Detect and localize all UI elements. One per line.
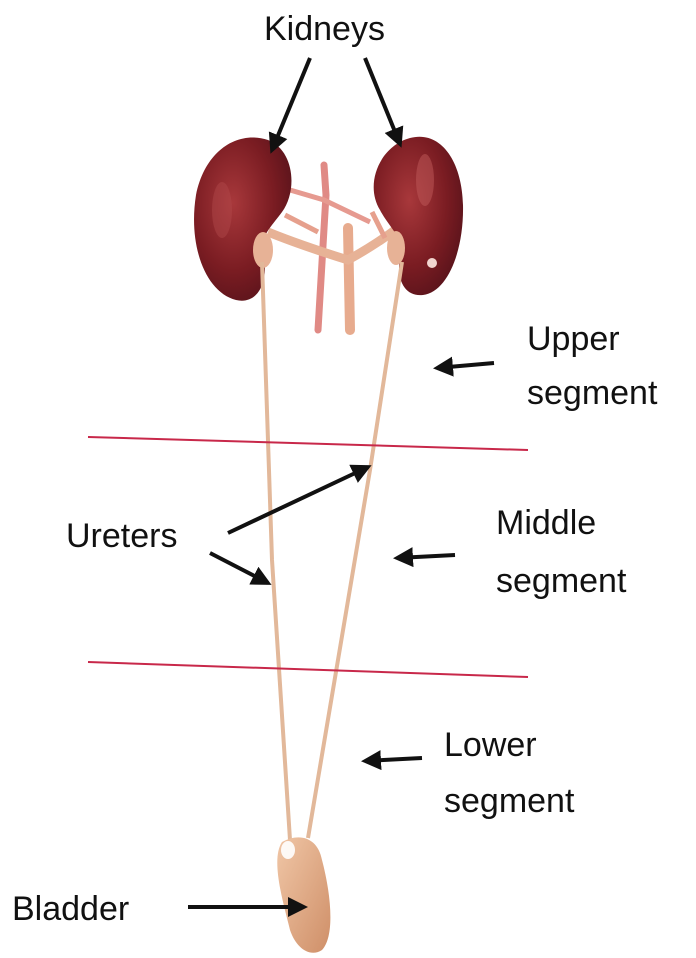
middle-segment-arrow <box>397 555 455 558</box>
kidneys-label: Kidneys <box>264 6 385 52</box>
ureters <box>262 262 402 840</box>
kidneys-arrow-left <box>272 58 310 150</box>
middle-segment-label-line1: Middle <box>496 500 596 546</box>
lower-segment-arrow <box>365 758 422 761</box>
lower-divider-line <box>88 662 528 677</box>
bladder-shape <box>277 837 330 952</box>
kidneys-arrow-right <box>365 58 400 144</box>
upper-segment-arrow <box>437 363 494 368</box>
right-kidney <box>374 137 463 295</box>
lower-segment-label-line1: Lower <box>444 722 537 768</box>
bladder-label: Bladder <box>12 886 129 932</box>
upper-segment-label-line2: segment <box>527 370 657 416</box>
ureters-label: Ureters <box>66 513 177 559</box>
lower-segment-label-line2: segment <box>444 778 574 824</box>
left-kidney <box>194 137 291 300</box>
ureters-arrow-lower <box>210 553 268 583</box>
middle-segment-label-line2: segment <box>496 558 626 604</box>
upper-divider-line <box>88 437 528 450</box>
ureters-arrow-upper <box>228 467 368 533</box>
upper-segment-label-line1: Upper <box>527 316 620 362</box>
